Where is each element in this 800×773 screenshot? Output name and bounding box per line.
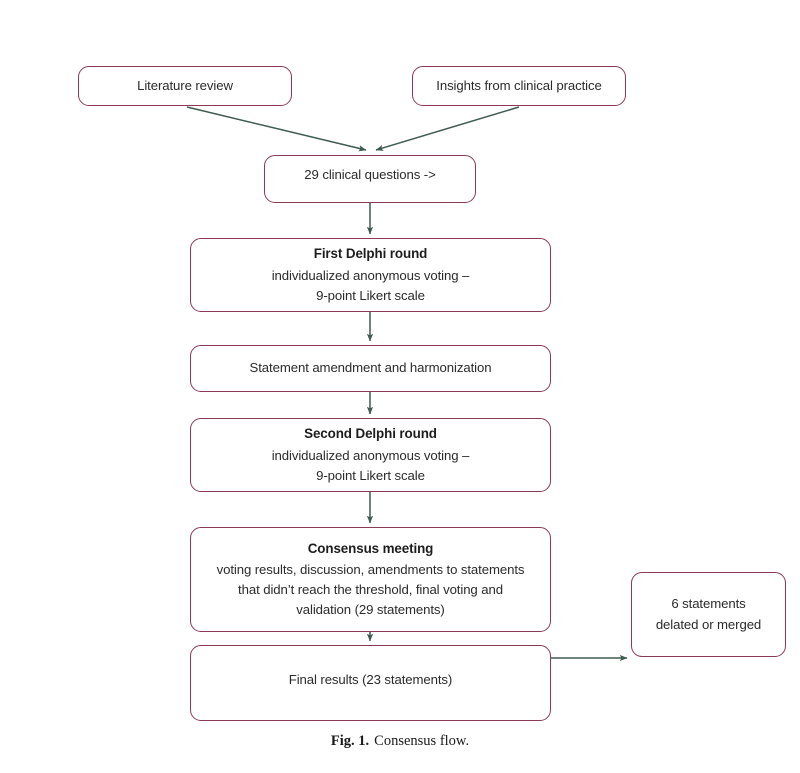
node-first-delphi-round[interactable]: First Delphi round individualized anonym… [190, 238, 551, 312]
figure-caption-label: Fig. 1. [330, 733, 370, 749]
node-clinical-insights[interactable]: Insights from clinical practice [412, 66, 626, 106]
node-clinical-questions-line-1: 29 clinical questions -> [304, 167, 436, 182]
node-first-delphi-round-title: First Delphi round [313, 246, 428, 262]
node-second-delphi-round-line-2: 9-point Likert scale [316, 467, 425, 483]
node-literature-review-line-1: Literature review [137, 77, 233, 93]
node-consensus-meeting-title: Consensus meeting [307, 540, 434, 556]
node-consensus-meeting-line-2: that didn’t reach the threshold, final v… [238, 582, 503, 598]
node-first-delphi-round-line-2: 9-point Likert scale [316, 287, 425, 303]
figure-caption-text: Consensus flow. [374, 733, 470, 749]
node-second-delphi-round-title: Second Delphi round [304, 426, 437, 442]
node-statement-amendment[interactable]: Statement amendment and harmonization [190, 345, 551, 392]
arrow-literature-review-to-clinical-questions [186, 106, 367, 152]
node-clinical-questions[interactable]: 29 clinical questions -> [264, 155, 476, 203]
node-second-delphi-round-line-1: individualized anonymous voting – [271, 447, 470, 463]
node-consensus-meeting[interactable]: Consensus meeting voting results, discus… [190, 527, 551, 632]
node-clinical-insights-line-1: Insights from clinical practice [436, 77, 602, 93]
node-deleted-or-merged-statements-line-1: 6 statements [671, 596, 746, 612]
node-statement-amendment-line-1: Statement amendment and harmonization [249, 360, 492, 376]
node-second-delphi-round[interactable]: Second Delphi round individualized anony… [190, 418, 551, 492]
node-consensus-meeting-line-3: validation (29 statements) [296, 602, 445, 618]
arrow-clinical-insights-to-clinical-questions [375, 106, 520, 151]
figure-caption: Fig. 1.Consensus flow. [0, 733, 800, 750]
node-deleted-or-merged-statements-line-2: delated or merged [655, 616, 762, 632]
node-literature-review[interactable]: Literature review [78, 66, 292, 106]
node-consensus-meeting-line-1: voting results, discussion, amendments t… [216, 562, 525, 578]
node-first-delphi-round-line-1: individualized anonymous voting – [271, 267, 470, 283]
node-final-results-line-1: Final results (23 statements) [288, 672, 453, 687]
node-final-results[interactable]: Final results (23 statements) [190, 645, 551, 721]
node-deleted-or-merged-statements[interactable]: 6 statements delated or merged [631, 572, 786, 657]
